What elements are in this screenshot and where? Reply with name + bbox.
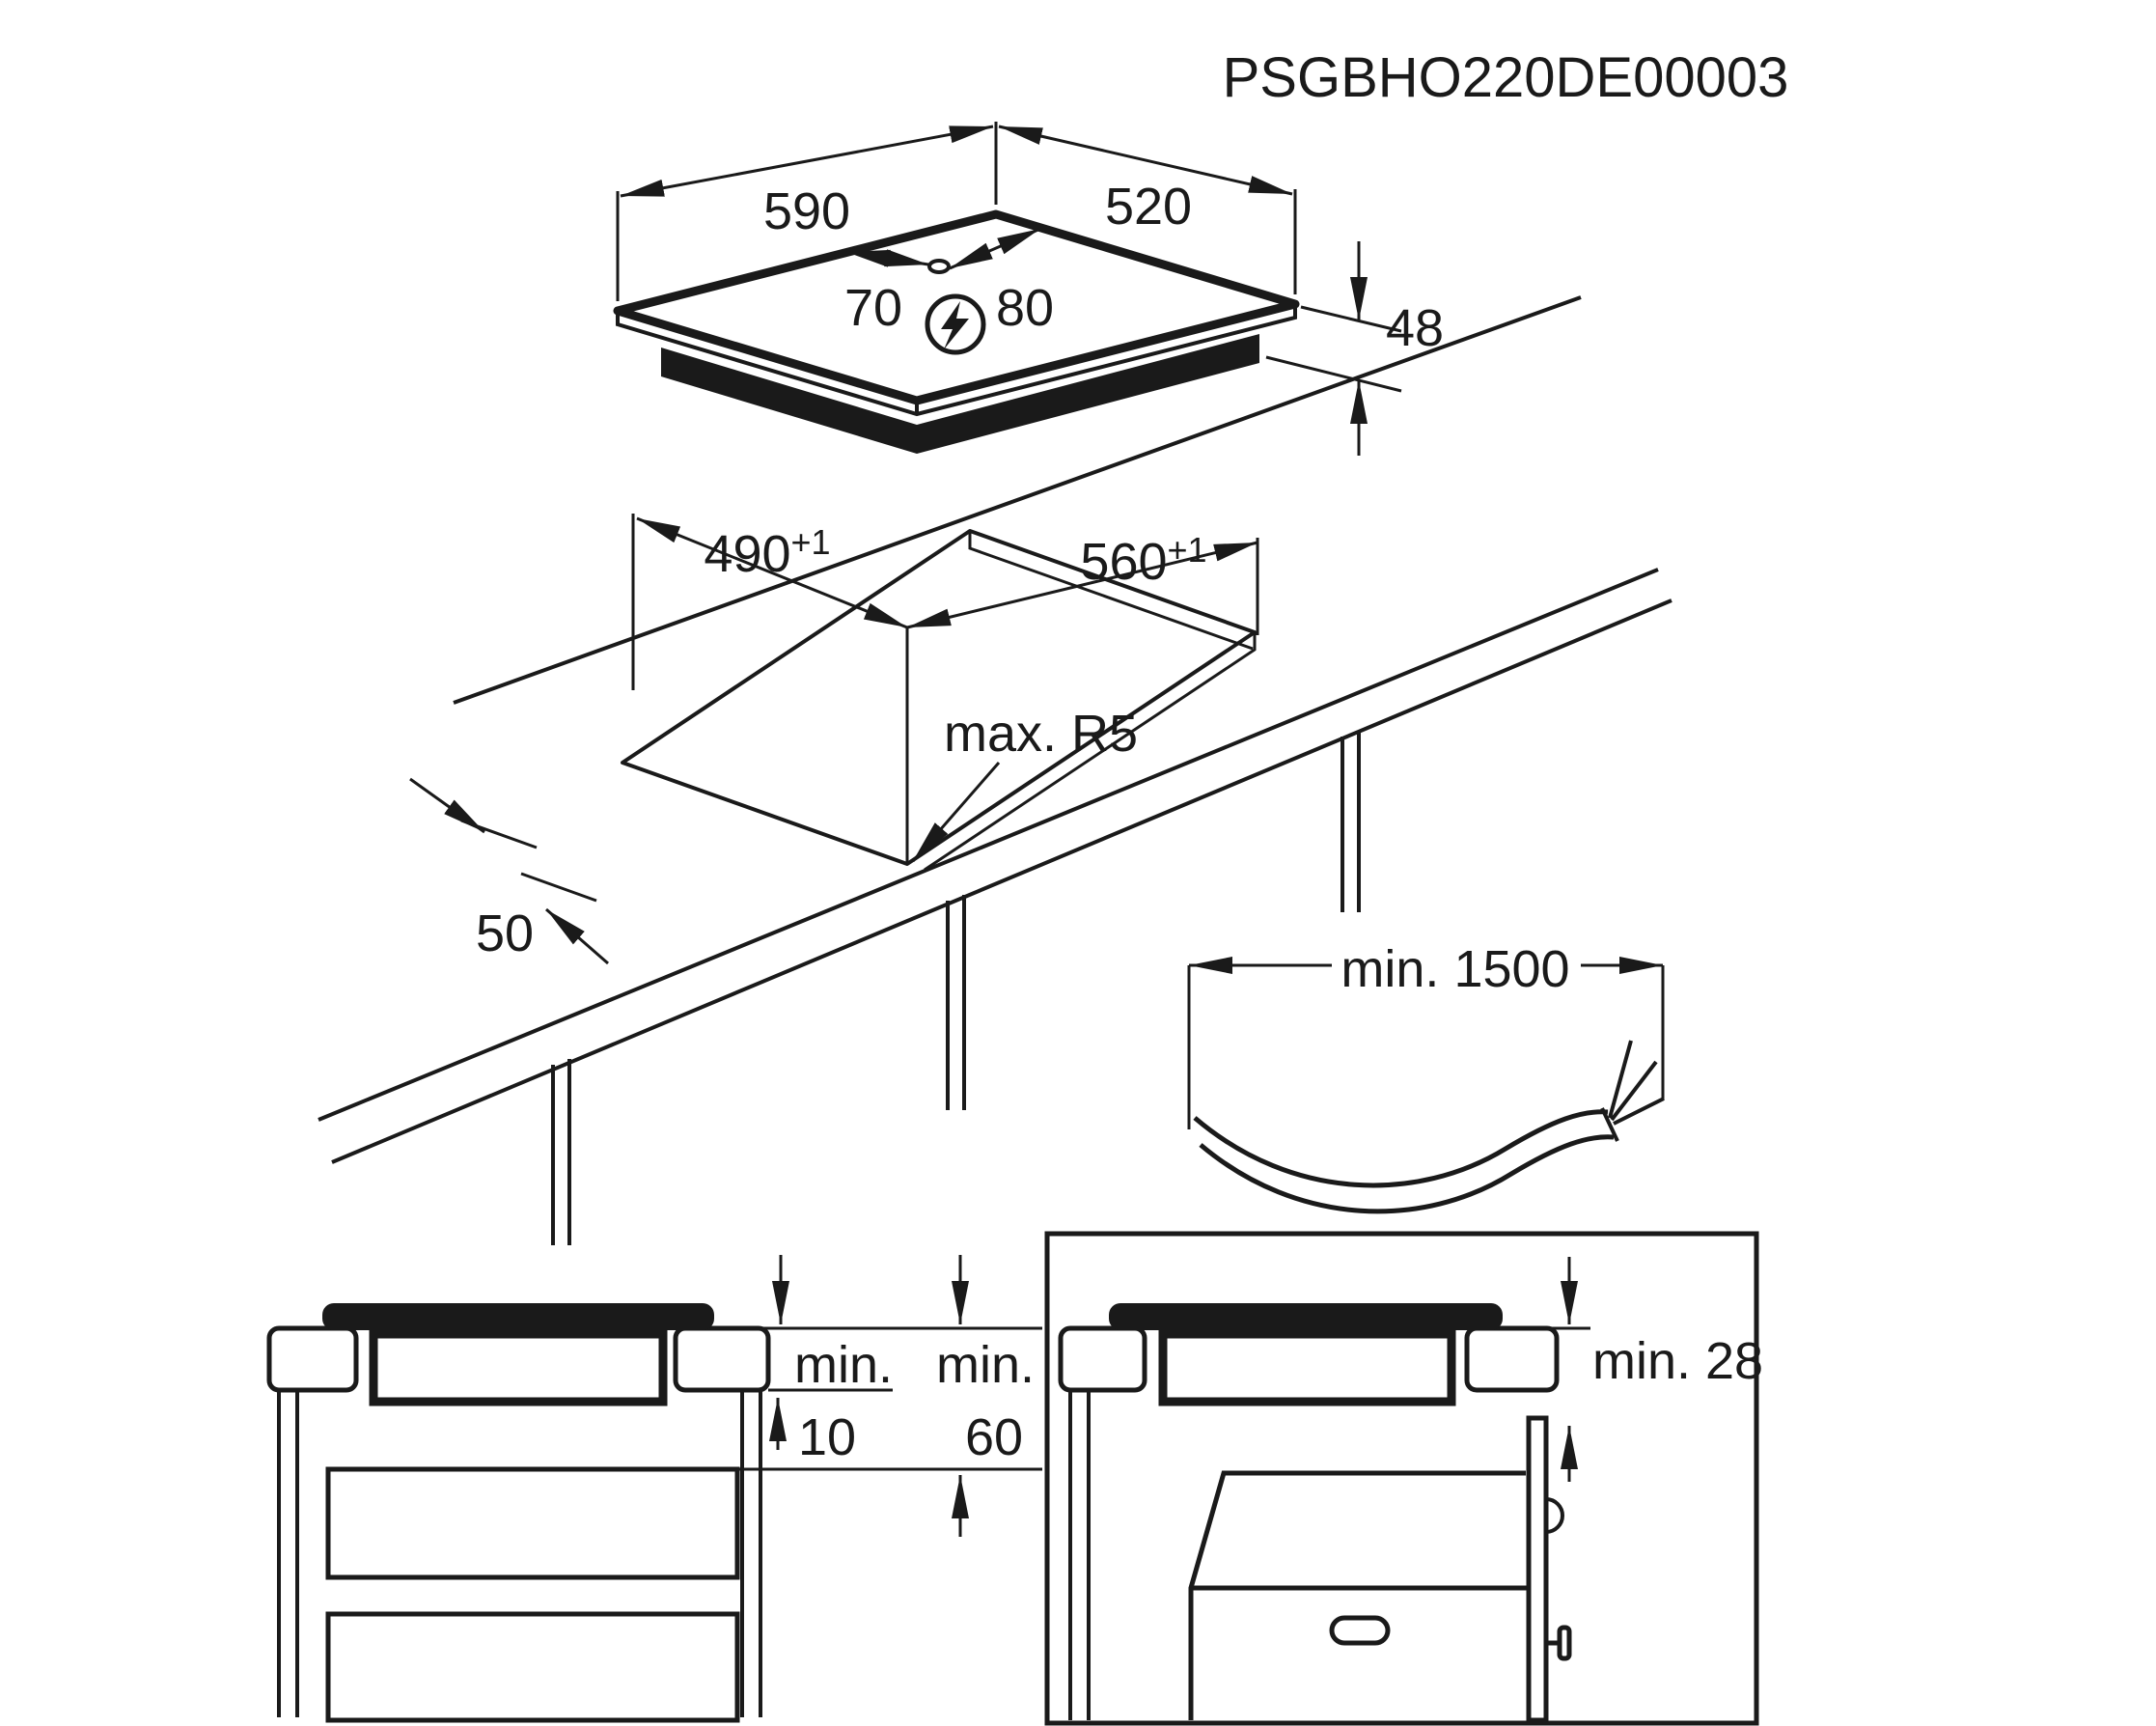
worktop-left-piece — [266, 1325, 359, 1393]
panel-frame — [1044, 1231, 1759, 1726]
dimension-line — [906, 541, 1258, 629]
cable-length-label: min. 1500 — [1341, 940, 1569, 998]
dim-48: 48 — [1265, 241, 1444, 456]
cutout-depth-tolerance: +1 — [791, 522, 831, 562]
hob-glass-section — [322, 1303, 714, 1330]
drawer-box-upper — [325, 1466, 740, 1580]
hob-housing-band — [661, 334, 1259, 454]
dim-corner-radius: max. R5 — [911, 705, 1138, 862]
dimension-line — [998, 125, 1293, 196]
drawer-box-lower — [325, 1611, 740, 1723]
built-in-oven — [1188, 1415, 1572, 1723]
dimension-line — [949, 227, 1041, 270]
dim-min-28: min. 28 — [1561, 1257, 1763, 1482]
dim-520: 520 — [998, 125, 1297, 294]
hob-body-section — [1158, 1329, 1456, 1406]
leg-right — [1341, 731, 1361, 912]
min-label: min. — [936, 1336, 1035, 1394]
worktop-left-piece — [1058, 1325, 1147, 1393]
dimension-line — [636, 516, 908, 629]
drawer-clearance-label: 60 — [965, 1408, 1023, 1466]
hob-height-label: 48 — [1386, 299, 1444, 357]
hole-offset-left-label: 70 — [844, 279, 902, 337]
dim-min-60: min. 60 — [936, 1255, 1035, 1537]
hob-isometric-view: 590 520 70 80 48 — [613, 122, 1444, 456]
oven-hinge-bump — [1545, 1497, 1564, 1534]
dim-50: 50 — [409, 777, 609, 965]
oven-side-panel — [1526, 1415, 1549, 1723]
cutout-depth-label: 490+1 — [704, 522, 830, 583]
lightning-circle — [925, 293, 986, 355]
cable-hole — [927, 259, 951, 274]
dim-490: 490+1 — [631, 514, 909, 864]
cutout-width-tolerance: +1 — [1168, 530, 1207, 570]
cutout-depth-value: 490 — [704, 525, 790, 583]
hob-clearance-label: 10 — [798, 1408, 856, 1466]
worktop-back-edge — [453, 295, 1582, 705]
cutout-width-value: 560 — [1080, 533, 1167, 591]
corner-radius-label: max. R5 — [944, 705, 1138, 763]
mains-cable — [1193, 1040, 1665, 1214]
dim-cable-hole: 70 80 — [844, 227, 1054, 337]
arrow — [911, 762, 1001, 862]
mains-cable-view: min. 1500 — [1187, 940, 1665, 1214]
extension-line — [1265, 355, 1402, 393]
lightning-bolt — [941, 301, 969, 349]
worktop-right-piece — [673, 1325, 771, 1393]
worktop-cutout-view: 490+1 560+1 50 max. R5 — [318, 295, 1672, 1245]
cabinet-section-view: min. 10 min. 60 — [266, 1255, 1042, 1723]
hole-offset-right-label: 80 — [996, 279, 1054, 337]
oven-section-view: min. 28 — [1044, 1231, 1763, 1726]
cabinet-left-wall — [1068, 1390, 1091, 1720]
lightning-icon — [925, 293, 986, 355]
leg-left — [551, 1059, 571, 1245]
dim-590: 590 — [616, 122, 998, 301]
oven-handle — [1329, 1615, 1391, 1646]
cutout-width-label: 560+1 — [1080, 530, 1206, 591]
oven-clearance-label: min. 28 — [1592, 1332, 1763, 1390]
leg-middle — [946, 895, 966, 1110]
cable-bottom-line — [1199, 1134, 1615, 1214]
hob-glass-section — [1109, 1303, 1503, 1330]
hob-depth-label: 520 — [1105, 178, 1192, 236]
oven-knob — [1557, 1625, 1572, 1661]
dimension-line — [845, 249, 929, 267]
dim-560: 560+1 — [906, 530, 1259, 635]
drawing-code: PSGBHO220DE00003 — [1223, 46, 1789, 109]
hob-body-section — [369, 1329, 668, 1406]
front-distance-label: 50 — [476, 905, 534, 962]
min-label: min. — [794, 1336, 893, 1394]
cabinet-right-wall — [740, 1390, 762, 1717]
cable-top-line — [1193, 1109, 1609, 1188]
dimension-line — [620, 125, 994, 198]
arrow — [545, 907, 609, 965]
extension-tick — [520, 872, 597, 903]
dim-1500: min. 1500 — [1187, 940, 1665, 1129]
worktop-legs — [551, 731, 1361, 1245]
dim-min-10: min. 10 — [769, 1255, 893, 1466]
arrow — [409, 777, 485, 834]
worktop-front-edge — [318, 568, 1659, 1122]
hob-width-label: 590 — [763, 182, 850, 240]
oven-body-outline — [1188, 1470, 1529, 1720]
cabinet-left-wall — [277, 1390, 299, 1717]
worktop-bottom-edge — [331, 599, 1672, 1164]
cable-stripped-wires — [1600, 1040, 1665, 1142]
worktop-right-piece — [1464, 1325, 1560, 1393]
